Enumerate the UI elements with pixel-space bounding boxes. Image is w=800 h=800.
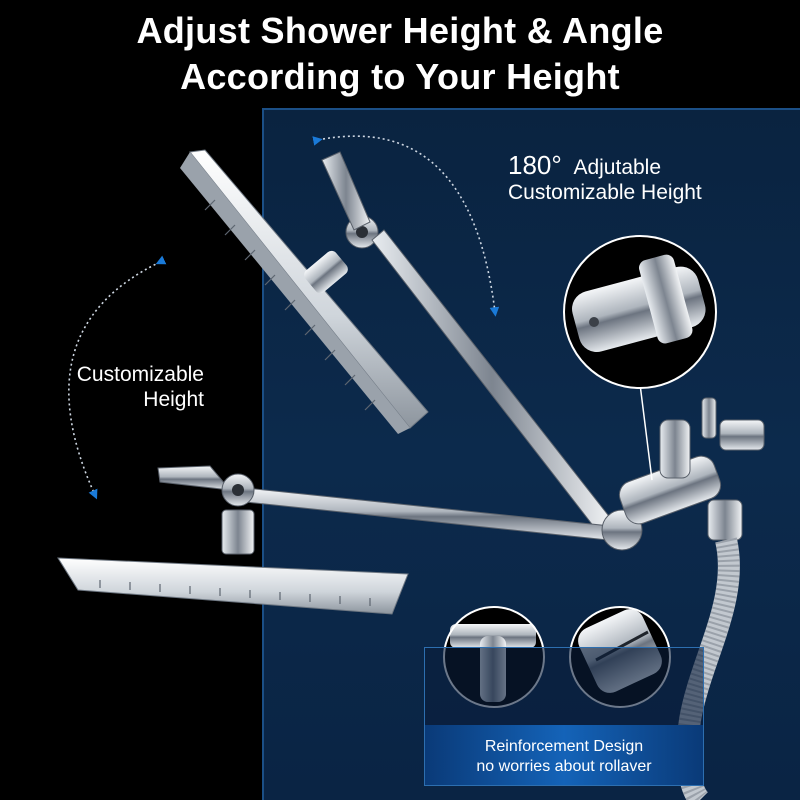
left-callout-line-2: Height (143, 388, 204, 411)
headline: Adjust Shower Height & Angle According t… (0, 8, 800, 100)
reinforcement-box: Reinforcement Design no worries about ro… (424, 647, 704, 786)
headline-line-1: Adjust Shower Height & Angle (136, 10, 664, 51)
adjustable-text: Adjutable (573, 156, 662, 179)
lower-arm-tip (157, 465, 232, 491)
lower-shower-head (57, 509, 409, 615)
left-adjust-arrow (68, 255, 167, 500)
upper-shower-head (180, 149, 429, 434)
left-callout: Customizable Height (40, 362, 204, 412)
horizontal-arm (245, 487, 611, 541)
degree-text: 180° (508, 150, 562, 180)
reinforcement-line-2: no worries about rollaver (476, 758, 652, 775)
reinforcement-caption: Reinforcement Design no worries about ro… (425, 737, 703, 777)
reinforcement-band (425, 725, 703, 785)
hinge-detail-zoom (563, 235, 717, 389)
headline-line-2: According to Your Height (180, 56, 620, 97)
left-callout-line-1: Customizable (76, 363, 204, 386)
top-callout: 180° Adjutable Customizable Height (508, 150, 702, 205)
customizable-height-text: Customizable Height (508, 181, 702, 204)
reinforcement-line-1: Reinforcement Design (484, 738, 644, 755)
